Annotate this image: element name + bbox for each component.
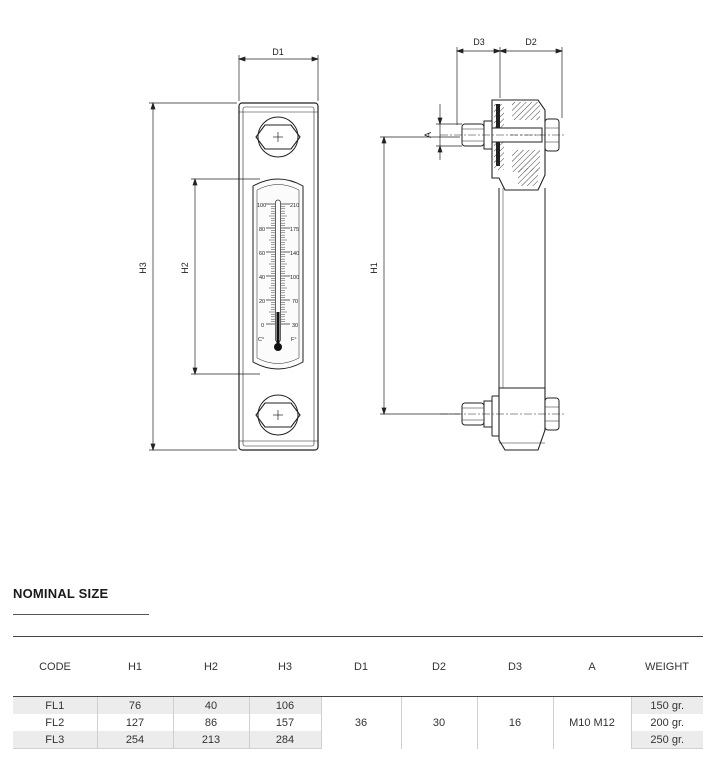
cell-code: FL3 — [13, 731, 97, 749]
cell-code: FL2 — [13, 714, 97, 731]
thermometer-mercury — [276, 312, 280, 346]
cell-h2: 86 — [172, 714, 249, 731]
header-d2: D2 — [401, 636, 477, 697]
cell-d2: 30 — [400, 696, 477, 749]
d2-label: D2 — [525, 37, 537, 47]
fahrenheit-tick: 30 — [292, 323, 298, 329]
header-d3: D3 — [477, 636, 553, 697]
cell-h3: 284 — [248, 731, 321, 749]
celsius-tick: 0 — [261, 323, 264, 329]
celsius-tick: 20 — [259, 299, 265, 305]
cell-d1: 36 — [320, 696, 401, 749]
nominal-size-table: CODE H1 H2 H3 D1 D2 D3 A WEIGHT FL1 76 4… — [13, 636, 703, 749]
celsius-unit: C° — [258, 337, 264, 343]
fahrenheit-scale: 210 175 140 100 70 30 F° — [290, 203, 299, 343]
cell-h1: 127 — [96, 714, 173, 731]
cell-weight: 200 gr. — [630, 714, 703, 731]
fahrenheit-tick: 140 — [290, 251, 299, 257]
header-weight: WEIGHT — [631, 636, 703, 697]
table-row: FL1 76 40 106 36 30 16 M10 M12 150 gr. — [13, 696, 703, 749]
celsius-scale: 100 80 60 40 20 0 C° — [257, 203, 266, 343]
bottom-bolt — [255, 394, 301, 436]
d1-label: D1 — [272, 47, 284, 57]
section-title: NOMINAL SIZE — [13, 586, 109, 601]
header-h1: H1 — [97, 636, 173, 697]
header-code: CODE — [13, 636, 97, 697]
cell-weight: 150 gr. — [630, 696, 703, 714]
a-label: A — [423, 132, 433, 138]
header-d1: D1 — [321, 636, 401, 697]
table-row: FL2 127 86 157 200 gr. — [13, 714, 703, 731]
cell-h1: 254 — [96, 731, 173, 749]
cell-code: FL1 — [13, 696, 97, 714]
header-a: A — [553, 636, 631, 697]
technical-drawing: 100 80 60 40 20 0 C° 210 175 140 100 70 … — [138, 37, 566, 452]
header-h3: H3 — [249, 636, 321, 697]
fahrenheit-tick: 210 — [290, 203, 299, 209]
fahrenheit-tick: 70 — [292, 299, 298, 305]
section-underline — [13, 614, 149, 615]
cell-a: M10 M12 — [552, 696, 631, 749]
cell-h3: 157 — [248, 714, 321, 731]
side-view — [440, 99, 566, 451]
celsius-tick: 100 — [257, 203, 266, 209]
cell-h2: 213 — [172, 731, 249, 749]
header-h2: H2 — [173, 636, 249, 697]
fahrenheit-tick: 175 — [290, 227, 299, 233]
table-header-row: CODE H1 H2 H3 D1 D2 D3 A WEIGHT — [13, 636, 703, 697]
thermometer-bulb — [274, 343, 282, 351]
celsius-tick: 60 — [259, 251, 265, 257]
celsius-tick: 40 — [259, 275, 265, 281]
h3-label: H3 — [138, 262, 148, 274]
cell-weight: 250 gr. — [630, 731, 703, 749]
fahrenheit-unit: F° — [291, 337, 297, 343]
d3-label: D3 — [473, 37, 485, 47]
front-dimensions — [149, 55, 320, 452]
top-bolt — [255, 116, 301, 158]
cell-h3: 106 — [248, 696, 321, 714]
celsius-tick: 80 — [259, 227, 265, 233]
side-dimensions — [380, 47, 564, 416]
table-row: FL3 254 213 284 250 gr. — [13, 731, 703, 749]
cell-h1: 76 — [96, 696, 173, 714]
h1-label: H1 — [369, 262, 379, 274]
cell-h2: 40 — [172, 696, 249, 714]
h2-label: H2 — [180, 262, 190, 274]
cell-d3: 16 — [476, 696, 553, 749]
thermometer — [266, 199, 290, 351]
fahrenheit-tick: 100 — [290, 275, 299, 281]
